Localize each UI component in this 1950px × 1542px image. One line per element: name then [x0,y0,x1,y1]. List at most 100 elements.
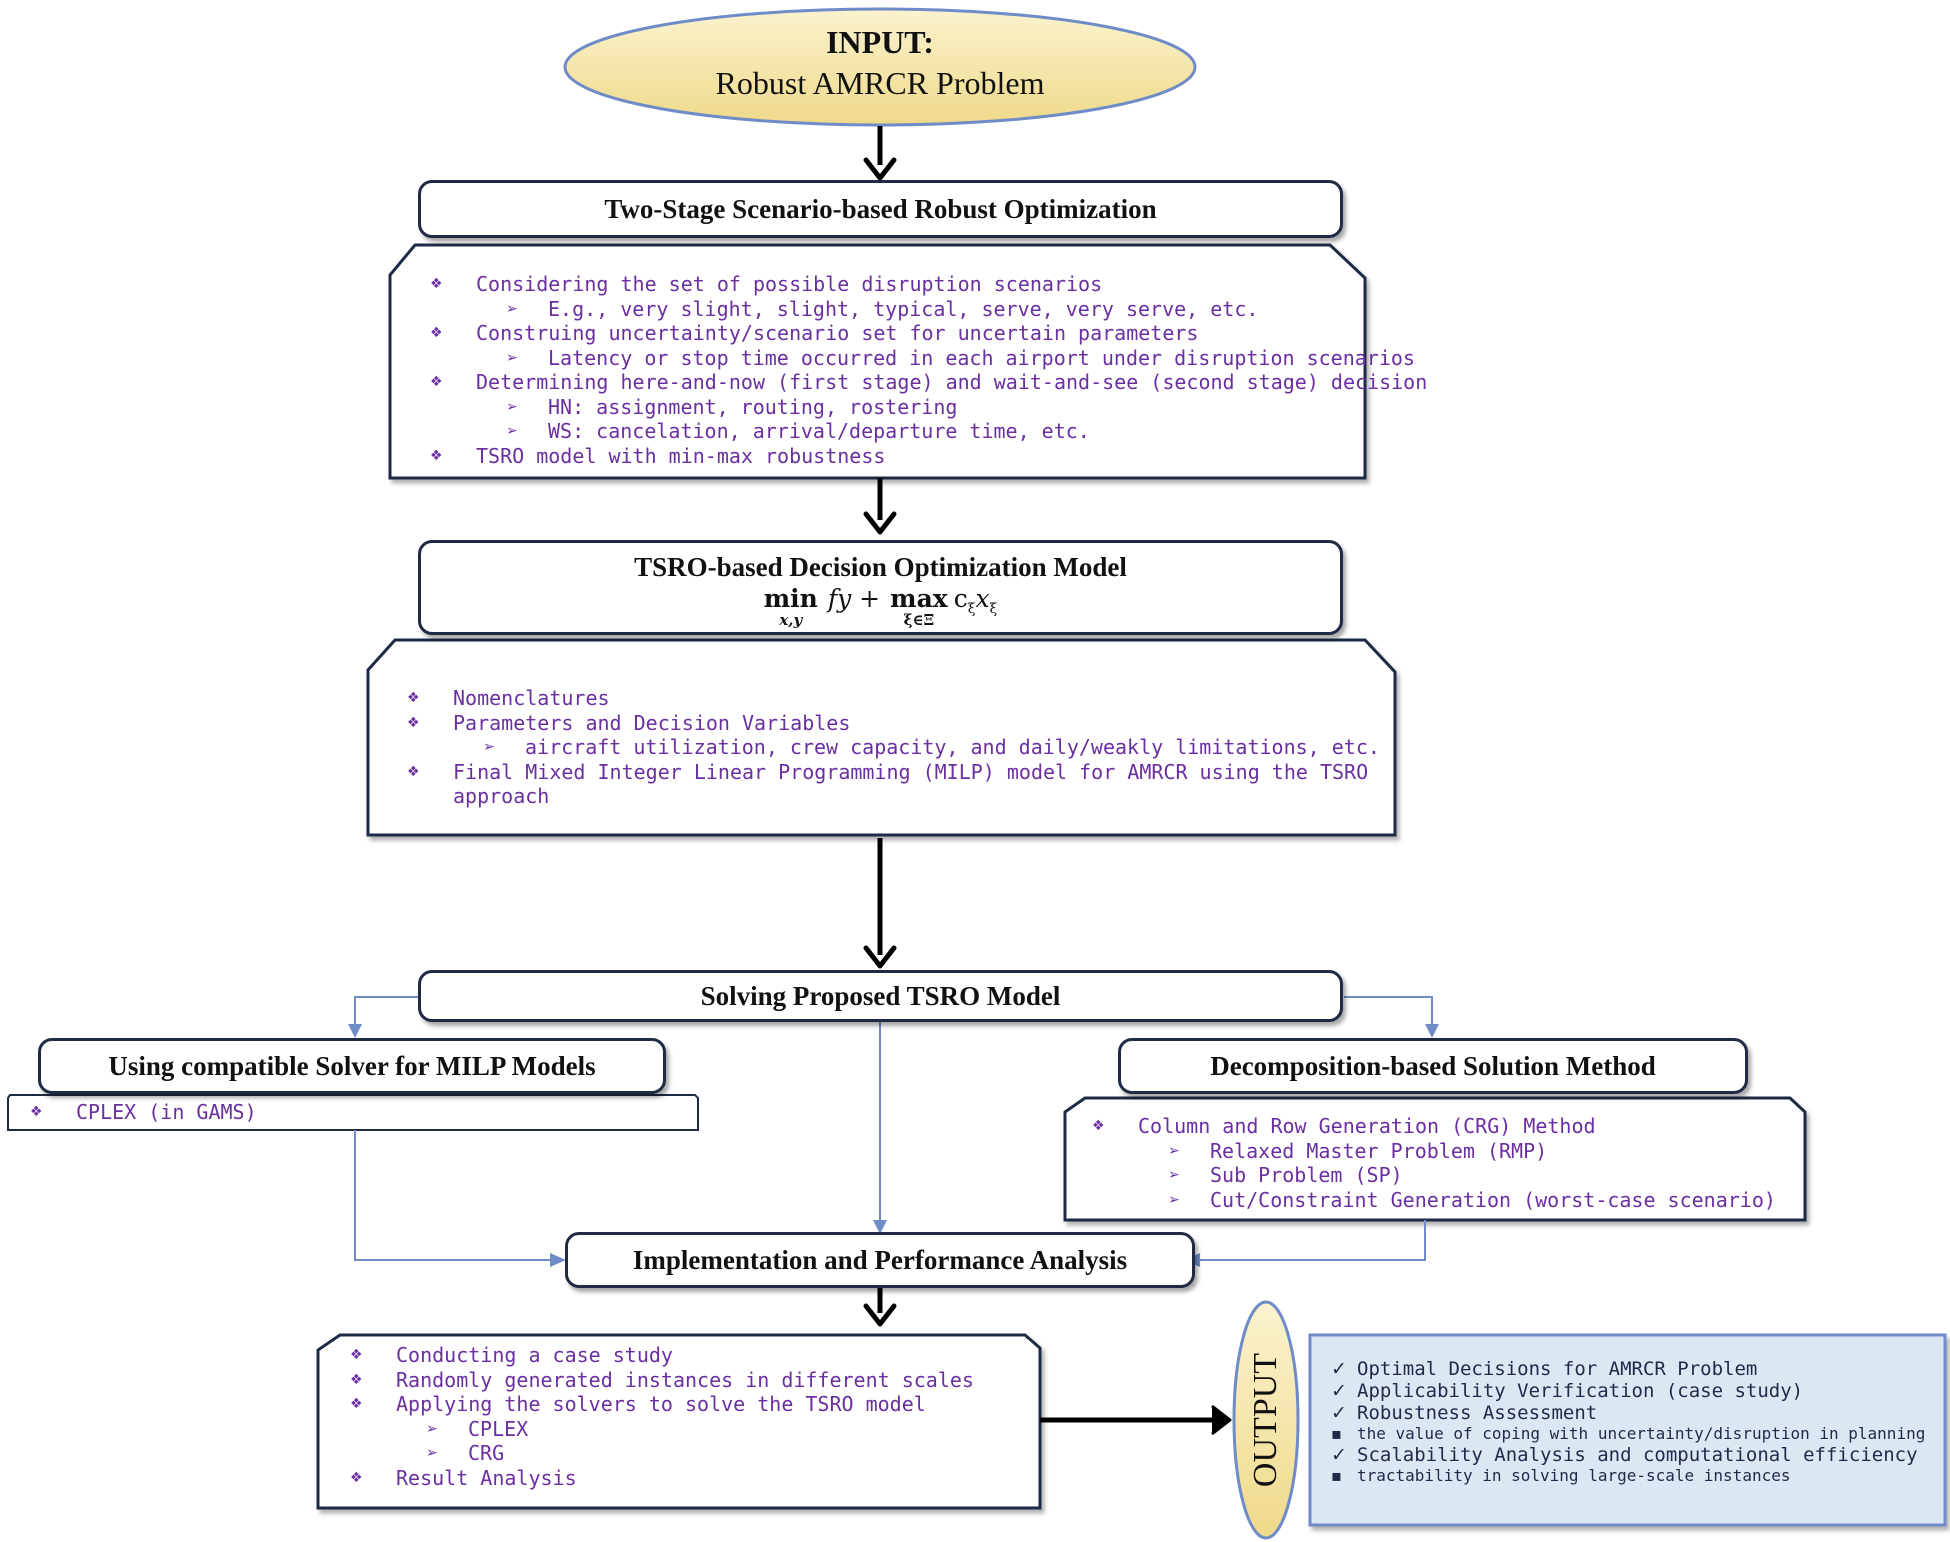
stage1-line: ➢E.g., very slight, slight, typical, ser… [418,297,1348,322]
stage1-header: Two-Stage Scenario-based Robust Optimiza… [418,180,1343,238]
square-bullet-icon: ▪ [1331,1424,1342,1443]
stage2-line-text: Parameters and Decision Variables [453,710,851,735]
stage2-line-text: Final Mixed Integer Linear Programming (… [453,759,1369,784]
solver-panel: ❖ CPLEX (in GAMS) [14,1100,694,1125]
solver-item: ❖ CPLEX (in GAMS) [14,1100,694,1125]
solving-header: Solving Proposed TSRO Model [418,970,1343,1022]
decomp-line: ➢ Sub Problem (SP) [1080,1163,1800,1188]
impl-line-text: Result Analysis [396,1465,577,1490]
diamond-bullet-icon: ❖ [430,325,443,341]
check-icon: ✓ [1331,1444,1347,1466]
diamond-bullet-icon: ❖ [407,763,420,780]
stage2-panel-shape [366,638,1397,837]
diamond-bullet-icon: ❖ [430,276,443,292]
decomp-line-text: Relaxed Master Problem (RMP) [1210,1138,1548,1163]
stage1-line-text: Latency or stop time occurred in each ai… [548,345,1415,370]
stage2-line: ➢ aircraft utilization, crew capacity, an… [395,735,1380,760]
formula-fy: fy + [827,583,881,613]
check-icon: ✓ [1331,1380,1347,1402]
stage1-line-text: HN: assignment, routing, rostering [548,394,958,419]
output-line-text: Scalability Analysis and computational e… [1357,1444,1918,1466]
output-line-text: Applicability Verification (case study) [1357,1380,1804,1402]
diamond-bullet-icon: ❖ [407,714,420,731]
stage1-line: ❖TSRO model with min-max robustness [418,444,1348,469]
impl-panel: ❖ Conducting a case study❖Randomly genera… [338,1343,1038,1490]
stage1-line-text: E.g., very slight, slight, typical, serv… [548,296,1259,321]
arrow-bullet-icon: ➢ [1168,1191,1180,1208]
check-icon: ✓ [1331,1358,1347,1380]
stage1-line-text: Considering the set of possible disrupti… [476,272,1103,296]
impl-panel-shape [316,1333,1042,1510]
decomp-line-text: Sub Problem (SP) [1210,1163,1403,1187]
diamond-bullet-icon: ❖ [430,374,443,390]
formula-min: min [763,583,818,613]
arrow-bullet-icon: ➢ [1168,1142,1180,1159]
impl-title: Implementation and Performance Analysis [632,1244,1128,1275]
impl-line: ❖ Result Analysis [338,1466,1038,1491]
output-ellipse [1232,1300,1300,1540]
output-line: ✓ Applicability Verification (case study) [1325,1380,1940,1402]
input-node: INPUT: Robust AMRCR Problem [565,22,1195,112]
output-line-text: Optimal Decisions for AMRCR Problem [1357,1358,1758,1380]
impl-line: ➢ CPLEX [338,1417,1038,1442]
stage1-line: ➢ HN: assignment, routing, rostering [418,395,1348,420]
diamond-bullet-icon: ❖ [350,1469,363,1486]
impl-line-text: Applying the solvers to solve the TSRO m… [396,1392,926,1416]
impl-header: Implementation and Performance Analysis [565,1232,1195,1288]
check-icon: ✓ [1331,1402,1347,1424]
arrow-bullet-icon: ➢ [1168,1167,1180,1183]
impl-line: ❖Randomly generated instances in differe… [338,1368,1038,1393]
formula-tail: cξxξ [954,584,998,623]
output-line-text: tractability in solving large-scale inst… [1357,1466,1791,1485]
formula-min-sub: x,y [779,610,803,629]
output-line: ✓ Scalability Analysis and computational … [1325,1444,1940,1466]
impl-line-text: CPLEX [468,1416,529,1441]
output-line: ▪the value of coping with uncertainty/di… [1325,1424,1940,1444]
solver-item-text: CPLEX (in GAMS) [76,1100,257,1124]
stage1-line: ➢ WS: cancelation, arrival/departure time… [418,419,1348,444]
diamond-bullet-icon: ❖ [350,1347,363,1363]
main-flow-arrows [863,126,1232,1436]
output-line-text: Robustness Assessment [1357,1402,1598,1424]
impl-line: ➢ CRG [338,1441,1038,1466]
decomp-line-text: Cut/Constraint Generation (worst-case sc… [1210,1187,1776,1212]
decomp-panel-shape [1063,1096,1807,1222]
arrow-bullet-icon: ➢ [426,1420,438,1437]
input-title: INPUT: [826,24,934,60]
stage1-panel: ❖ Considering the set of possible disrupt… [418,272,1427,469]
diamond-bullet-icon: ❖ [350,1396,363,1412]
decomp-panel: ❖Column and Row Generation (CRG) Method➢… [1080,1114,1800,1212]
stage1-panel-shape [388,243,1367,480]
stage1-line: ❖ Determining here-and-now (first stage) … [418,370,1427,395]
arrow-bullet-icon: ➢ [506,423,518,439]
stage1-line: ➢Latency or stop time occurred in each a… [418,346,1415,371]
stage1-line-text: Determining here-and-now (first stage) a… [476,370,1428,394]
diamond-bullet-icon: ❖ [1092,1118,1105,1134]
input-subtitle: Robust AMRCR Problem [715,65,1045,101]
stage2-line-text: aircraft utilization, crew capacity, and… [525,735,1380,759]
arrow-bullet-icon: ➢ [483,739,495,755]
formula-max: max [890,583,948,613]
stage2-line-text: Nomenclatures [453,686,610,710]
solver-panel-shape [7,1094,699,1131]
arrow-bullet-icon: ➢ [426,1445,438,1461]
impl-line-text: Conducting a case study [396,1343,673,1367]
stage1-line-text: WS: cancelation, arrival/departure time,… [548,419,1090,443]
output-label: OUTPUT [1246,1340,1286,1500]
square-bullet-icon: ▪ [1331,1466,1342,1485]
solver-connector-lines [354,996,1433,1261]
stage2-line: approach [395,784,1375,809]
output-label-text: OUTPUT [1247,1352,1284,1488]
stage2-header: TSRO-based Decision Optimization Model m… [418,540,1343,635]
solver-header: Using compatible Solver for MILP Models [38,1038,666,1094]
arrow-bullet-icon: ➢ [506,398,518,415]
impl-line-text: CRG [468,1441,505,1465]
diamond-bullet-icon: ❖ [407,690,420,706]
stage2-line: ❖ Parameters and Decision Variables [395,711,1375,736]
output-line: ✓ Optimal Decisions for AMRCR Problem [1325,1358,1940,1380]
stage2-line: ❖ Final Mixed Integer Linear Programming … [395,760,1375,785]
stage2-panel: ❖ Nomenclatures ❖ Parameters and Decision V… [395,686,1380,809]
solving-title: Solving Proposed TSRO Model [700,980,1061,1011]
decomp-header: Decomposition-based Solution Method [1118,1038,1748,1094]
